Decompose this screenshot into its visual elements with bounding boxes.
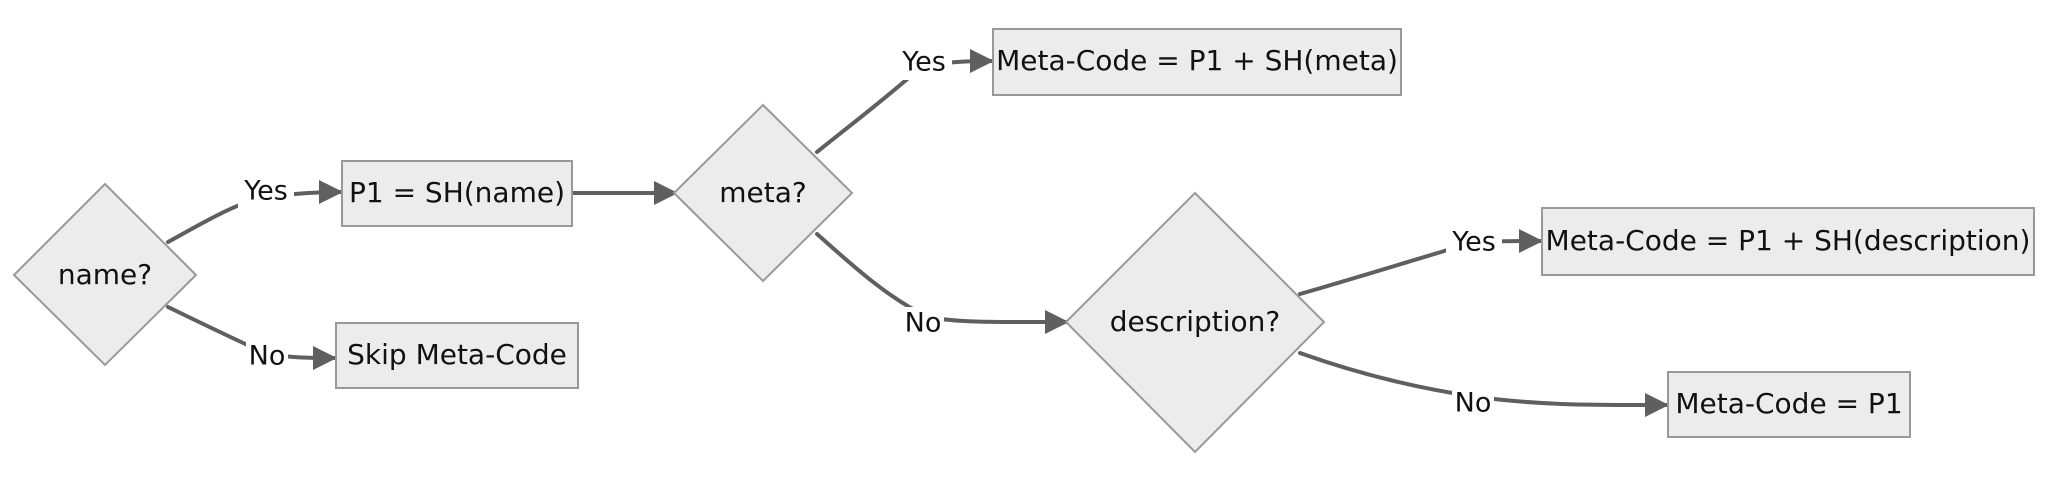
node-skip-meta-code: Skip Meta-Code [335, 322, 579, 389]
edge-label-description-yes: Yes [1446, 226, 1502, 260]
edge-label-name-no: No [246, 340, 288, 374]
edge-label-description-no: No [1452, 387, 1494, 421]
edge-label-text: Yes [901, 47, 946, 78]
node-label: name? [58, 258, 152, 291]
edge-label-text: No [905, 308, 942, 339]
edge-label-name-yes: Yes [238, 174, 294, 208]
edge-label-text: No [249, 341, 286, 372]
node-label: Meta-Code = P1 + SH(description) [1546, 224, 2031, 257]
node-meta-decision: meta? [672, 103, 854, 283]
node-description-decision: description? [1064, 191, 1326, 454]
node-label: Meta-Code = P1 [1675, 387, 1902, 420]
nodes: name? P1 = SH(name) Skip Meta-Code meta?… [12, 28, 2035, 454]
edge-description-to-metacode-desc [1298, 229, 1543, 296]
node-p1: P1 = SH(name) [341, 160, 573, 227]
node-label: Meta-Code = P1 + SH(meta) [996, 44, 1398, 77]
node-meta-code-meta: Meta-Code = P1 + SH(meta) [992, 28, 1402, 96]
edge-label-meta-yes: Yes [896, 46, 952, 80]
edge-label-text: Yes [1451, 227, 1496, 258]
edge-label-text: Yes [243, 176, 288, 207]
node-label: P1 = SH(name) [349, 176, 565, 209]
edge-label-meta-no: No [902, 307, 944, 341]
node-meta-code-p1: Meta-Code = P1 [1667, 371, 1911, 438]
node-meta-code-description: Meta-Code = P1 + SH(description) [1541, 207, 2035, 276]
node-name-decision: name? [12, 182, 198, 367]
node-label: Skip Meta-Code [347, 338, 567, 371]
node-label: meta? [719, 176, 807, 209]
edge-labels: Yes No Yes No Yes No [238, 46, 1502, 421]
edge-label-text: No [1455, 388, 1492, 419]
node-label: description? [1110, 305, 1281, 338]
